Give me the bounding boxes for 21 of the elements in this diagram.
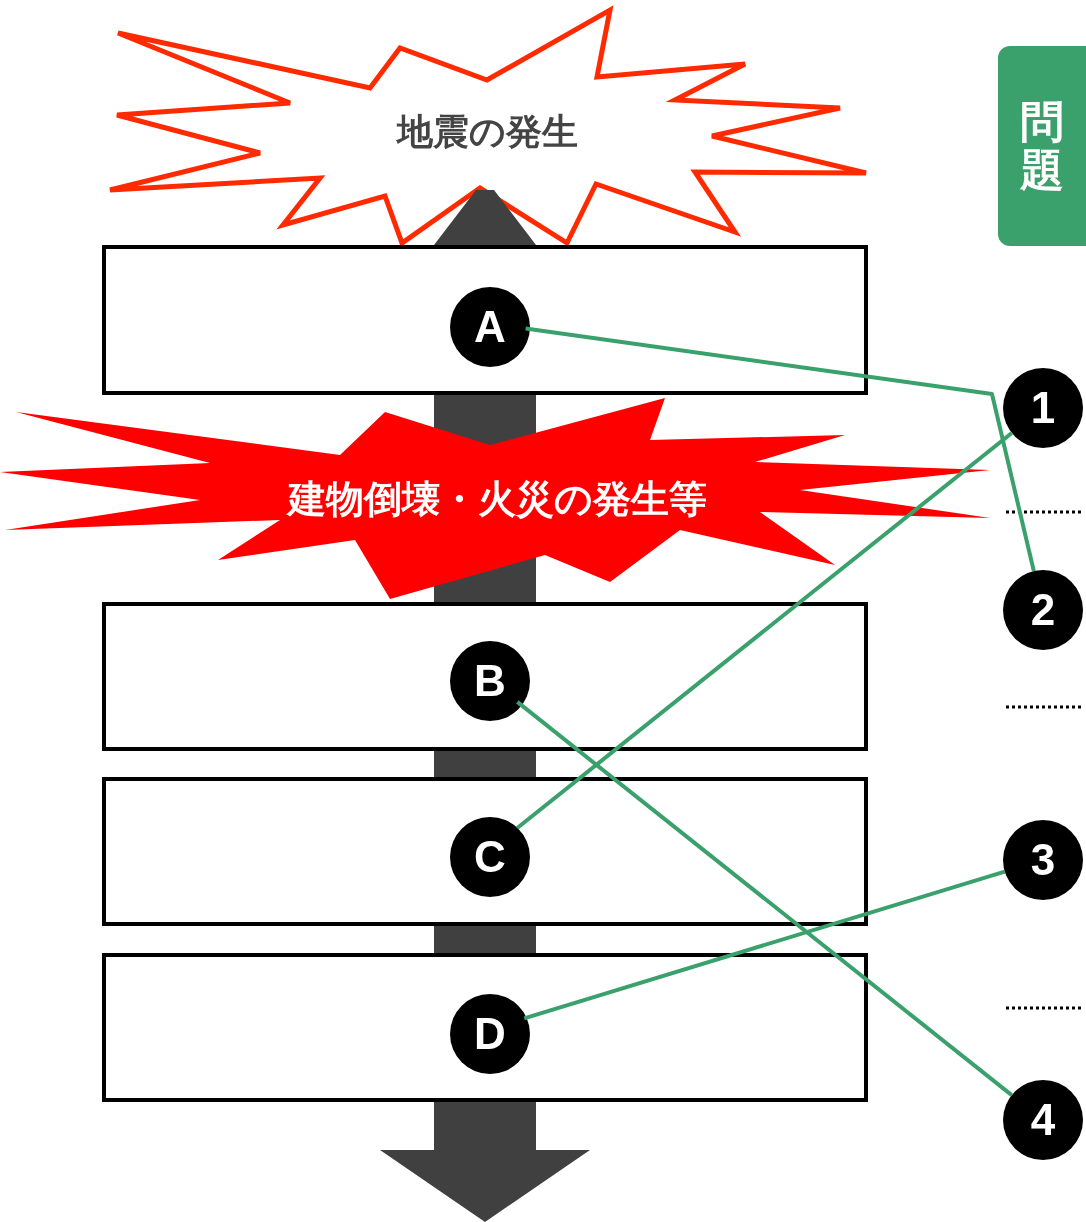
answer-box: [102, 953, 868, 1102]
connector-line: [523, 869, 1006, 1021]
callout-label: C: [474, 832, 506, 882]
connector-line: [516, 700, 1013, 1097]
callout-label: 4: [1030, 1095, 1056, 1145]
flow-arrow: [380, 190, 590, 1222]
answer-box: [102, 777, 868, 926]
callout-label: 2: [1030, 585, 1056, 635]
connector-line: [516, 431, 1013, 830]
callout-label: B: [474, 656, 506, 706]
callout-label: 3: [1030, 835, 1056, 885]
connector-line: [525, 326, 1036, 572]
callout-label: 1: [1030, 383, 1056, 433]
answer-box: [102, 245, 868, 395]
tab-label: [998, 46, 1086, 246]
heading-text: 建物倒壊・火災の発生等: [288, 475, 707, 523]
answer-box: [102, 602, 868, 751]
callout-label: D: [474, 1009, 506, 1059]
heading-text: 地震の発生: [397, 110, 578, 154]
heading-text: 問題: [1020, 97, 1064, 195]
callout-label: A: [474, 302, 506, 352]
